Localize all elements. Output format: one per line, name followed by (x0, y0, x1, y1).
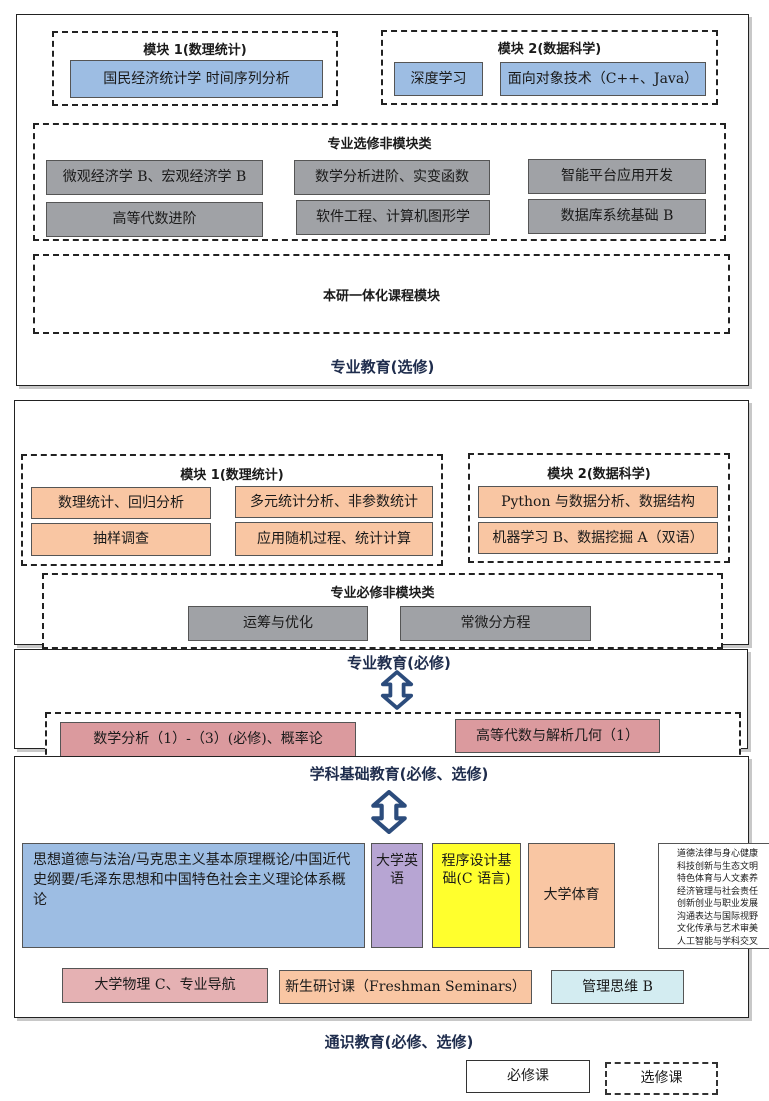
general-elective-item: 特色体育与人文素养 (677, 874, 759, 884)
general-english-course: 大学英语 (371, 843, 423, 948)
foundation-title: 学科基础教育(必修、选修) (309, 765, 489, 783)
legend-elective: 选修课 (605, 1062, 718, 1095)
elective-nonmodule-course-1: 微观经济学 B、宏观经济学 B (46, 160, 263, 195)
required-module2-title: 模块 2(数据科学) (547, 467, 651, 482)
required-module2-course-2: 机器学习 B、数据挖掘 A（双语） (478, 522, 718, 554)
general-elective-list: 道德法律与身心健康 科技创新与生态文明 特色体育与人文素养 经济管理与社会责任 … (658, 843, 769, 949)
general-pe-course: 大学体育 (528, 843, 615, 948)
elective-professional-title: 专业教育(选修) (330, 358, 435, 376)
general-programming-course: 程序设计基础(C 语言) (432, 843, 521, 948)
required-professional-title: 专业教育(必修) (347, 654, 451, 672)
elective-module1-course: 国民经济统计学 时间序列分析 (70, 60, 323, 98)
general-elective-item: 沟通表达与国际视野 (677, 911, 759, 922)
general-politics-course: 思想道德与法治/马克思主义基本原理概论/中国近代史纲要/毛泽东思想和中国特色社会… (22, 843, 365, 948)
general-elective-item: 经济管理与社会责任 (677, 886, 759, 897)
required-module1-course-2: 多元统计分析、非参数统计 (235, 486, 433, 518)
foundation-course-1: 数学分析（1）-（3）(必修)、概率论 (60, 722, 356, 757)
elective-nonmodule-title: 专业选修非模块类 (327, 137, 432, 152)
integrated-module-title: 本研一体化课程模块 (322, 288, 440, 304)
required-module2-course-1: Python 与数据分析、数据结构 (478, 486, 718, 518)
legend-required: 必修课 (466, 1060, 590, 1093)
integrated-module-box: 本研一体化课程模块 (33, 254, 730, 334)
elective-nonmodule-course-3: 智能平台应用开发 (528, 159, 706, 194)
general-elective-item: 道德法律与身心健康 (677, 849, 759, 859)
required-nonmodule-course-2: 常微分方程 (400, 606, 591, 641)
elective-module2-course-1: 深度学习 (394, 62, 483, 96)
required-nonmodule-course-1: 运筹与优化 (188, 606, 368, 641)
general-row2-course-2: 新生研讨课（Freshman Seminars） (279, 970, 532, 1004)
required-nonmodule-title: 专业必修非模块类 (330, 586, 435, 601)
general-row2-course-1: 大学物理 C、专业导航 (62, 968, 268, 1003)
general-elective-item: 科技创新与生态文明 (677, 861, 759, 872)
general-elective-item: 文化传承与艺术审美 (677, 924, 759, 934)
general-row2-course-3: 管理思维 B (551, 970, 684, 1004)
foundation-course-2: 高等代数与解析几何（1） (455, 719, 660, 753)
elective-module2-title: 模块 2(数据科学) (497, 42, 602, 57)
required-nonmodule-box: 专业必修非模块类 (42, 573, 723, 649)
general-elective-item: 创新创业与职业发展 (677, 899, 759, 909)
elective-module2-course-2: 面向对象技术（C++、Java） (500, 62, 706, 96)
elective-nonmodule-course-5: 软件工程、计算机图形学 (296, 200, 490, 235)
double-arrow-icon (371, 790, 407, 834)
required-module1-course-1: 数理统计、回归分析 (31, 487, 211, 519)
double-arrow-icon (380, 670, 414, 710)
elective-nonmodule-course-6: 数据库系统基础 B (528, 199, 706, 234)
required-module1-title: 模块 1(数理统计) (180, 468, 284, 483)
elective-module1-title: 模块 1(数理统计) (143, 43, 247, 58)
elective-nonmodule-course-2: 数学分析进阶、实变函数 (294, 160, 490, 195)
required-module1-course-4: 应用随机过程、统计计算 (235, 522, 433, 556)
elective-nonmodule-course-4: 高等代数进阶 (46, 202, 263, 237)
general-elective-item: 人工智能与学科交叉 (677, 936, 759, 947)
general-education-title: 通识教育(必修、选修) (324, 1033, 474, 1051)
required-module1-course-3: 抽样调查 (31, 523, 211, 556)
